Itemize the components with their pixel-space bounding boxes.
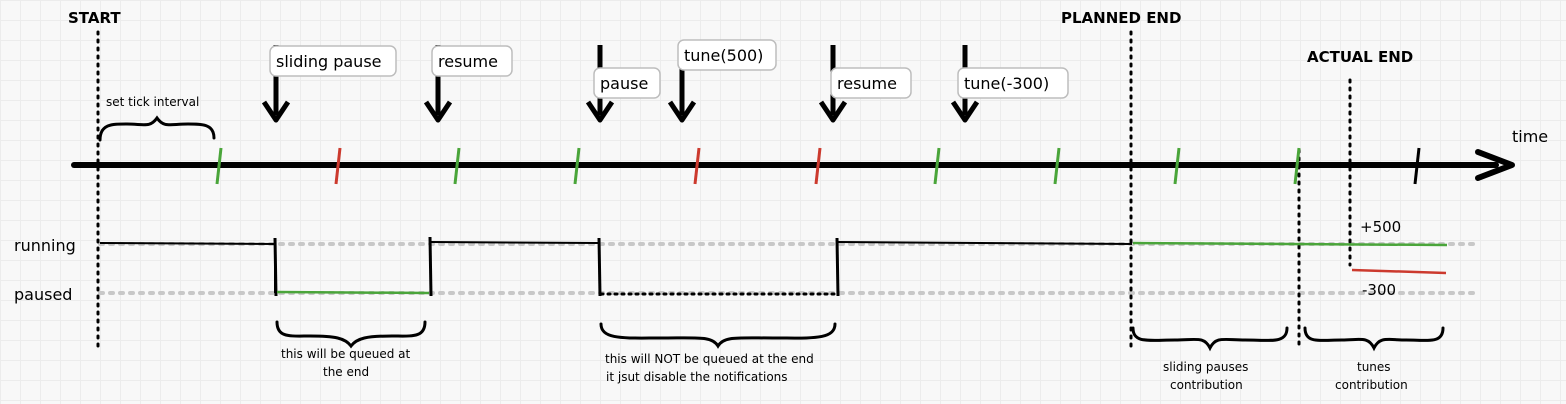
signal-running-segment [430, 241, 599, 244]
start-label: START [68, 9, 121, 27]
not-queued-brace [599, 322, 837, 349]
sliding-pause-green-segment [276, 290, 430, 295]
time-axis-label: time [1512, 127, 1548, 146]
svg-text:tune(-300): tune(-300) [964, 74, 1049, 93]
delta-plus-label: +500 [1360, 218, 1401, 236]
state-paused-label: paused [14, 285, 72, 304]
tick-green [1173, 147, 1181, 185]
tick-black [1413, 147, 1421, 185]
not-queued-note-line2: it jsut disable the notifications [606, 370, 788, 384]
event-box-sliding-pause: sliding pause [269, 45, 397, 77]
queued-brace [275, 320, 427, 349]
tick-interval-label: set tick interval [106, 95, 199, 109]
tick-green [1293, 147, 1301, 185]
tick-interval-brace [98, 115, 216, 142]
tunes-contribution-line2: contribution [1335, 378, 1408, 392]
planned-end-label: PLANNED END [1061, 9, 1181, 27]
signal-step-down [273, 237, 278, 297]
tunes-contribution-brace [1303, 326, 1445, 352]
queued-note-line1: this will be queued at [281, 347, 411, 361]
svg-text:resume: resume [438, 52, 498, 71]
tick-green [453, 147, 461, 185]
sliding-contribution-line2: contribution [1170, 378, 1243, 392]
time-axis-arrowhead [1475, 149, 1515, 181]
event-box-tune-minus-300: tune(-300) [957, 67, 1069, 99]
tick-green [1053, 147, 1061, 185]
tick-red [334, 147, 342, 185]
signal-step-up-2 [835, 237, 840, 297]
tick-red [693, 147, 701, 185]
event-box-resume: resume [431, 45, 513, 77]
axis-ticks [215, 147, 1421, 185]
signal-step-down-2 [597, 237, 602, 297]
svg-text:tune(500): tune(500) [684, 46, 763, 65]
delta-minus-label: -300 [1362, 281, 1396, 299]
event-box-pause: pause [593, 67, 661, 99]
sliding-contribution-line1: sliding pauses [1163, 360, 1248, 374]
extension-green-segment [1132, 241, 1448, 247]
svg-text:pause: pause [600, 74, 648, 93]
state-signal-line [99, 242, 276, 293]
tick-red [814, 147, 822, 185]
tick-green [573, 147, 581, 185]
tick-green [215, 147, 223, 185]
signal-step-up [428, 236, 433, 297]
event-box-resume-2: resume [830, 67, 912, 99]
actual-end-label: ACTUAL END [1307, 48, 1413, 66]
tick-green [933, 147, 941, 185]
sliding-contribution-brace [1131, 326, 1289, 352]
svg-text:sliding pause: sliding pause [276, 52, 382, 71]
event-box-tune-500: tune(500) [677, 39, 777, 71]
tunes-contribution-line1: tunes [1357, 360, 1391, 374]
tune-red-segment [1351, 268, 1447, 275]
not-queued-note-line1: this will NOT be queued at the end [605, 352, 814, 366]
signal-running-segment-2 [837, 241, 1133, 245]
state-running-label: running [14, 236, 76, 255]
queued-note-line2: the end [323, 365, 369, 379]
svg-text:resume: resume [837, 74, 897, 93]
